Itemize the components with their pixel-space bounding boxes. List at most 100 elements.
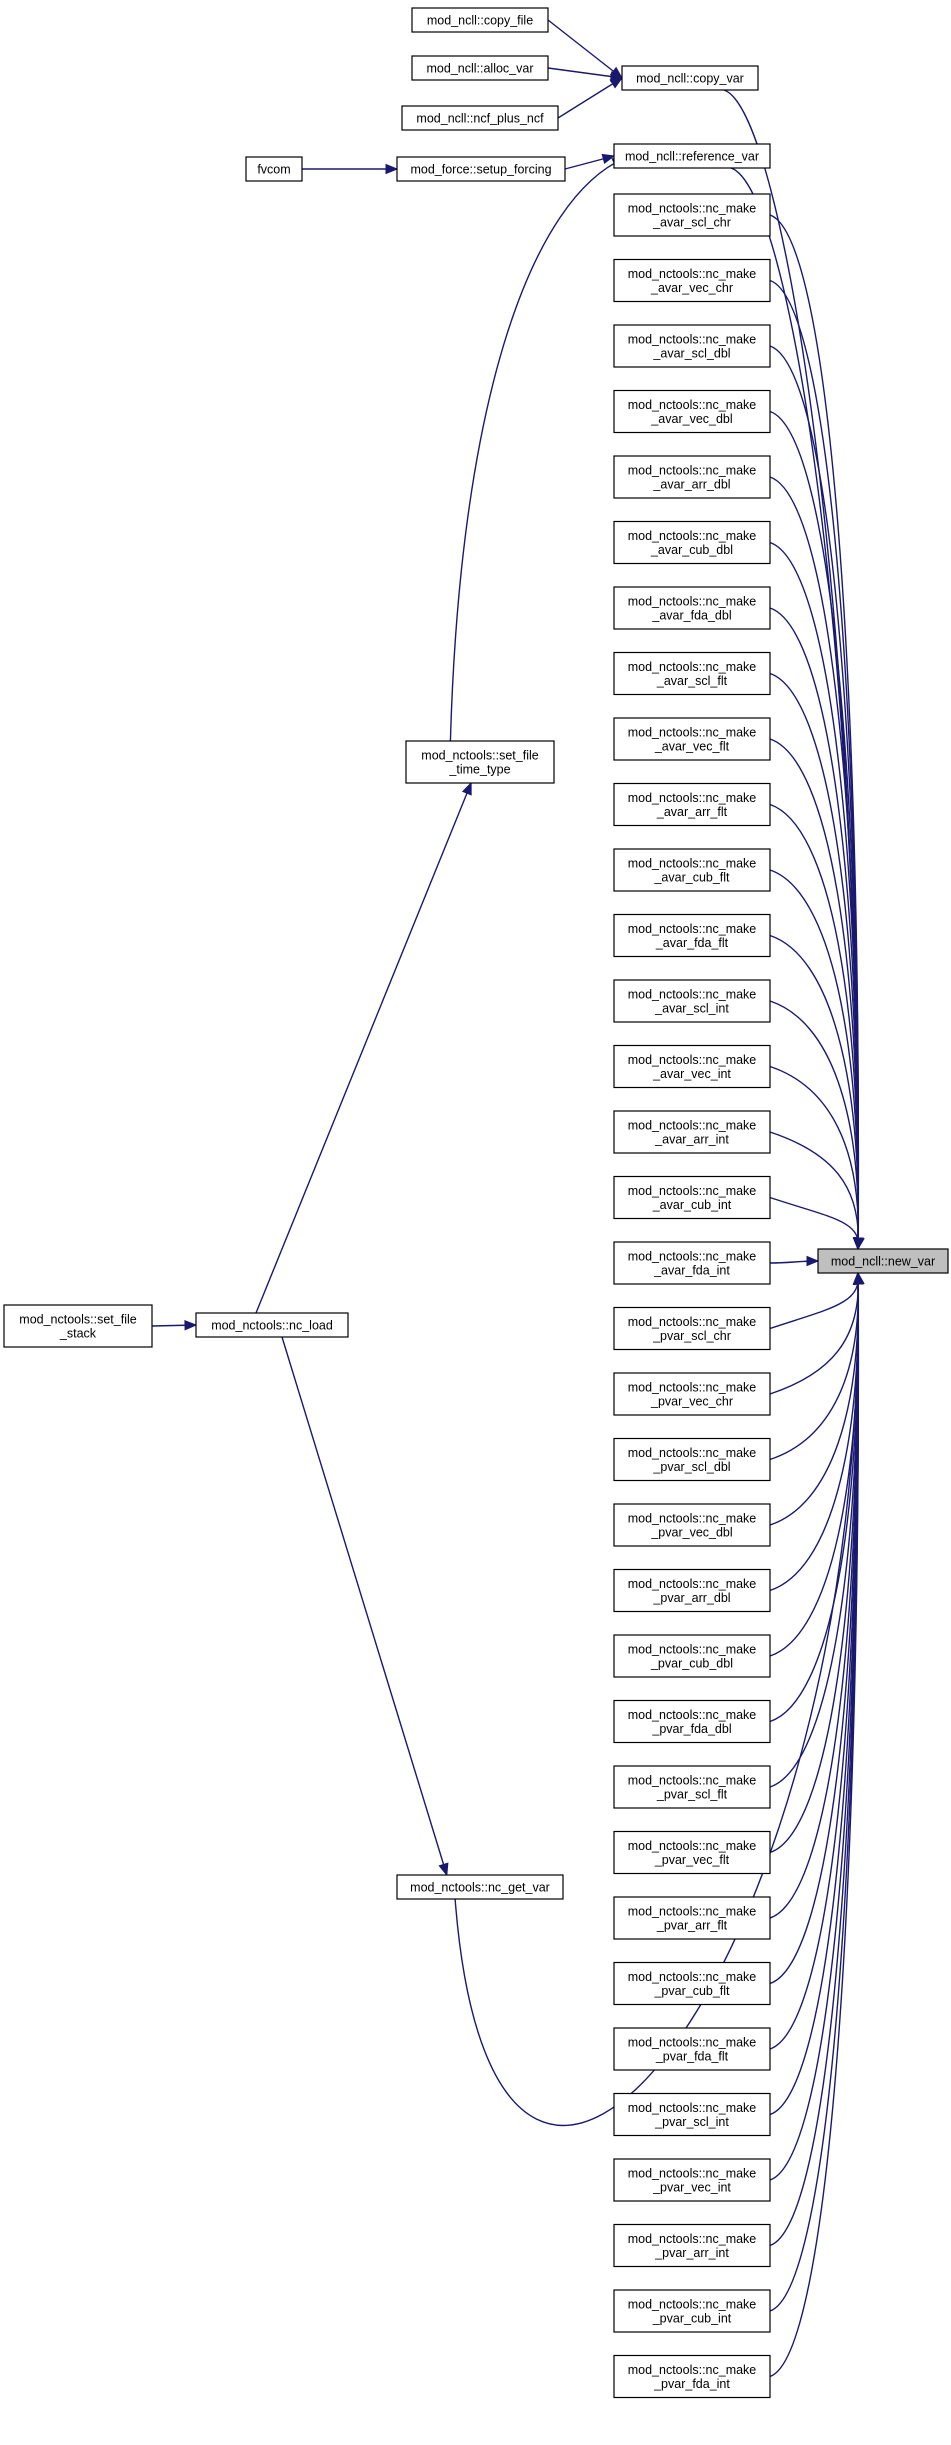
node-label: mod_nctools::nc_make [628, 726, 757, 740]
node-pvar-vec-chr[interactable]: mod_nctools::nc_make_pvar_vec_chr [613, 1372, 771, 1416]
node-box[interactable] [613, 324, 771, 368]
node-box[interactable] [613, 1699, 771, 1744]
node-box[interactable] [613, 389, 771, 434]
node-reference-var[interactable]: mod_ncll::reference_var [613, 143, 771, 169]
node-pvar-arr-flt[interactable]: mod_nctools::nc_make_pvar_arr_flt [613, 1896, 771, 1940]
node-avar-arr-int[interactable]: mod_nctools::nc_make_avar_arr_int [613, 1110, 771, 1154]
node-box[interactable] [405, 740, 555, 784]
node-box[interactable] [613, 717, 771, 761]
node-label: _avar_scl_chr [652, 216, 731, 230]
node-pvar-vec-int[interactable]: mod_nctools::nc_make_pvar_vec_int [613, 2158, 771, 2202]
node-box[interactable] [613, 1765, 771, 1809]
node-pvar-scl-dbl[interactable]: mod_nctools::nc_make_pvar_scl_dbl [613, 1437, 771, 1482]
node-box[interactable] [817, 1248, 949, 1274]
node-box[interactable] [613, 586, 771, 630]
node-avar-vec-chr[interactable]: mod_nctools::nc_make_avar_vec_chr [613, 258, 771, 303]
node-copy-var[interactable]: mod_ncll::copy_var [621, 65, 759, 91]
node-box[interactable] [613, 2354, 771, 2399]
node-box[interactable] [613, 1175, 771, 1220]
node-box[interactable] [613, 258, 771, 303]
node-avar-cub-dbl[interactable]: mod_nctools::nc_make_avar_cub_dbl [613, 520, 771, 565]
node-box[interactable] [613, 2223, 771, 2268]
node-avar-vec-flt[interactable]: mod_nctools::nc_make_avar_vec_flt [613, 717, 771, 761]
node-box[interactable] [613, 2158, 771, 2202]
node-label: mod_ncll::copy_file [427, 14, 533, 28]
node-box[interactable] [245, 156, 303, 182]
node-box[interactable] [613, 1503, 771, 1547]
node-avar-scl-int[interactable]: mod_nctools::nc_make_avar_scl_int [613, 979, 771, 1023]
node-copy-file[interactable]: mod_ncll::copy_file [411, 7, 549, 33]
node-alloc-var[interactable]: mod_ncll::alloc_var [411, 55, 549, 81]
node-pvar-cub-int[interactable]: mod_nctools::nc_make_pvar_cub_int [613, 2289, 771, 2333]
node-avar-fda-flt[interactable]: mod_nctools::nc_make_avar_fda_flt [613, 913, 771, 958]
node-box[interactable] [613, 782, 771, 827]
node-box[interactable] [613, 1961, 771, 2006]
node-box[interactable] [613, 1634, 771, 1678]
node-box[interactable] [411, 7, 549, 33]
node-avar-vec-int[interactable]: mod_nctools::nc_make_avar_vec_int [613, 1044, 771, 1089]
node-box[interactable] [613, 848, 771, 892]
node-pvar-vec-flt[interactable]: mod_nctools::nc_make_pvar_vec_flt [613, 1830, 771, 1875]
node-box[interactable] [411, 55, 549, 81]
node-box[interactable] [613, 2027, 771, 2071]
node-box[interactable] [613, 1896, 771, 1940]
node-box[interactable] [613, 979, 771, 1023]
node-box[interactable] [613, 1110, 771, 1154]
node-box[interactable] [613, 143, 771, 169]
node-pvar-scl-chr[interactable]: mod_nctools::nc_make_pvar_scl_chr [613, 1306, 771, 1351]
node-new-var[interactable]: mod_ncll::new_var [817, 1248, 949, 1274]
node-avar-fda-dbl[interactable]: mod_nctools::nc_make_avar_fda_dbl [613, 586, 771, 630]
node-box[interactable] [613, 193, 771, 237]
node-box[interactable] [613, 1241, 771, 1285]
node-box[interactable] [613, 1437, 771, 1482]
node-box[interactable] [613, 455, 771, 499]
node-box[interactable] [613, 520, 771, 565]
node-pvar-arr-dbl[interactable]: mod_nctools::nc_make_pvar_arr_dbl [613, 1568, 771, 1613]
node-label: _avar_vec_int [652, 1067, 731, 1081]
node-pvar-cub-flt[interactable]: mod_nctools::nc_make_pvar_cub_flt [613, 1961, 771, 2006]
node-avar-arr-flt[interactable]: mod_nctools::nc_make_avar_arr_flt [613, 782, 771, 827]
node-box[interactable] [613, 2092, 771, 2137]
node-fvcom[interactable]: fvcom [245, 156, 303, 182]
node-box[interactable] [396, 156, 566, 182]
node-avar-arr-dbl[interactable]: mod_nctools::nc_make_avar_arr_dbl [613, 455, 771, 499]
node-box[interactable] [613, 651, 771, 696]
node-box[interactable] [613, 1372, 771, 1416]
node-pvar-cub-dbl[interactable]: mod_nctools::nc_make_pvar_cub_dbl [613, 1634, 771, 1678]
node-pvar-arr-int[interactable]: mod_nctools::nc_make_pvar_arr_int [613, 2223, 771, 2268]
node-avar-scl-dbl[interactable]: mod_nctools::nc_make_avar_scl_dbl [613, 324, 771, 368]
node-box[interactable] [401, 105, 559, 131]
node-avar-fda-int[interactable]: mod_nctools::nc_make_avar_fda_int [613, 1241, 771, 1285]
node-avar-scl-chr[interactable]: mod_nctools::nc_make_avar_scl_chr [613, 193, 771, 237]
node-box[interactable] [195, 1312, 349, 1338]
node-pvar-fda-int[interactable]: mod_nctools::nc_make_pvar_fda_int [613, 2354, 771, 2399]
node-setup-forcing[interactable]: mod_force::setup_forcing [396, 156, 566, 182]
node-box[interactable] [613, 1568, 771, 1613]
node-ncf-plus-ncf[interactable]: mod_ncll::ncf_plus_ncf [401, 105, 559, 131]
node-box[interactable] [613, 1306, 771, 1351]
node-box[interactable] [396, 1874, 564, 1900]
node-pvar-fda-flt[interactable]: mod_nctools::nc_make_pvar_fda_flt [613, 2027, 771, 2071]
node-avar-vec-dbl[interactable]: mod_nctools::nc_make_avar_vec_dbl [613, 389, 771, 434]
node-box[interactable] [613, 2289, 771, 2333]
node-pvar-scl-flt[interactable]: mod_nctools::nc_make_pvar_scl_flt [613, 1765, 771, 1809]
node-avar-cub-flt[interactable]: mod_nctools::nc_make_avar_cub_flt [613, 848, 771, 892]
node-pvar-vec-dbl[interactable]: mod_nctools::nc_make_pvar_vec_dbl [613, 1503, 771, 1547]
node-box[interactable] [613, 1044, 771, 1089]
node-avar-scl-flt[interactable]: mod_nctools::nc_make_avar_scl_flt [613, 651, 771, 696]
edge-set_file_stack-to-nc_load-arrowhead [184, 1320, 198, 1331]
node-set-file-time-type[interactable]: mod_nctools::set_file_time_type [405, 740, 555, 784]
node-pvar-fda-dbl[interactable]: mod_nctools::nc_make_pvar_fda_dbl [613, 1699, 771, 1744]
node-label: mod_nctools::nc_make [628, 660, 757, 674]
node-pvar-scl-int[interactable]: mod_nctools::nc_make_pvar_scl_int [613, 2092, 771, 2137]
node-box[interactable] [3, 1304, 153, 1348]
node-avar-cub-int[interactable]: mod_nctools::nc_make_avar_cub_int [613, 1175, 771, 1220]
node-box[interactable] [621, 65, 759, 91]
node-label: _avar_vec_dbl [650, 412, 732, 426]
node-nc-load[interactable]: mod_nctools::nc_load [195, 1312, 349, 1338]
node-box[interactable] [613, 913, 771, 958]
node-nc-get-var[interactable]: mod_nctools::nc_get_var [396, 1874, 564, 1900]
node-label: mod_nctools::nc_make [628, 857, 757, 871]
node-set-file-stack[interactable]: mod_nctools::set_file_stack [3, 1304, 153, 1348]
node-box[interactable] [613, 1830, 771, 1875]
